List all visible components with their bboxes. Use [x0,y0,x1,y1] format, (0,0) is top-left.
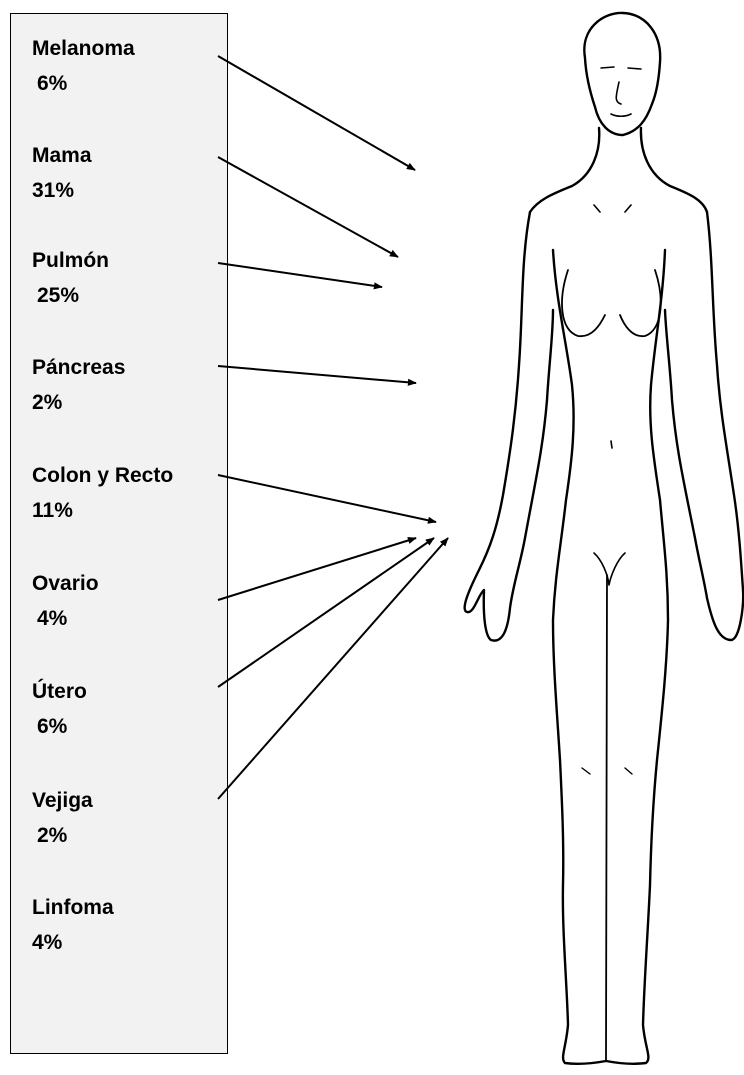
right-breast [620,270,661,336]
left-breast [562,270,605,336]
arrow-colon [218,475,436,522]
connector-arrows [218,56,448,799]
left-arm-outline [465,212,553,641]
arrow-vejiga [218,538,448,799]
arrow-ovario [218,538,416,600]
inner-leg-line [606,575,607,1061]
arrow-pulmon [218,263,382,287]
neck-left [530,128,599,212]
arrow-melanoma [218,56,415,170]
arrow-pancreas [218,366,416,383]
arrow-mama [218,157,398,257]
torso-details [594,205,631,585]
right-arm-outline [665,212,743,640]
female-body-figure [465,13,744,1064]
right-torso-outline [606,250,668,1064]
neck-right [641,128,707,212]
arrow-utero [218,538,434,687]
left-torso-outline [553,250,606,1064]
face-features [601,67,641,116]
